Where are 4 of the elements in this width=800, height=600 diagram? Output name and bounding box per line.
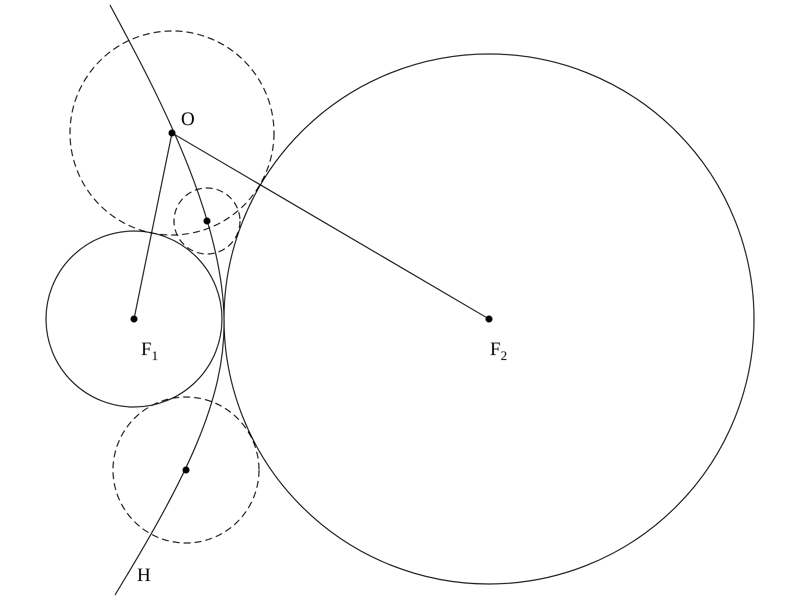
point-label: O — [181, 110, 195, 130]
point-label: F$_{1}$ — [141, 340, 158, 365]
point-label: F$_{2}$ — [490, 340, 508, 365]
curve-label: H — [137, 566, 151, 586]
